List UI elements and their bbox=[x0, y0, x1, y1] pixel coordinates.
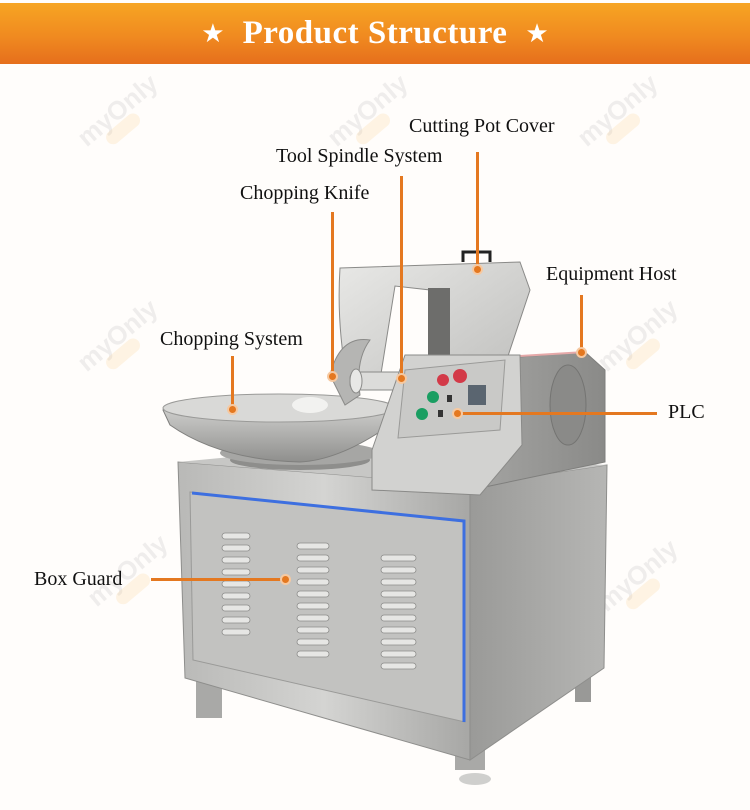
star-icon-right: ★ bbox=[525, 18, 549, 49]
callout-dot-equipment-host bbox=[576, 347, 587, 358]
callout-line-equipment-host bbox=[580, 295, 583, 353]
callout-dot-box-guard bbox=[280, 574, 291, 585]
callout-line-cutting-pot-cover bbox=[476, 152, 479, 270]
label-chopping-system: Chopping System bbox=[160, 328, 303, 350]
callout-line-box-guard bbox=[151, 578, 287, 581]
label-box-guard: Box Guard bbox=[34, 568, 123, 590]
callout-line-chopping-knife bbox=[331, 212, 334, 377]
callout-line-chopping-system bbox=[231, 356, 234, 410]
label-cutting-pot-cover: Cutting Pot Cover bbox=[409, 115, 555, 137]
label-equipment-host: Equipment Host bbox=[546, 263, 677, 285]
label-tool-spindle-system: Tool Spindle System bbox=[276, 145, 443, 167]
callout-dot-chopping-system bbox=[227, 404, 238, 415]
label-chopping-knife: Chopping Knife bbox=[240, 182, 370, 204]
label-plc: PLC bbox=[668, 401, 705, 423]
star-icon-left: ★ bbox=[201, 18, 225, 49]
callout-dot-plc bbox=[452, 408, 463, 419]
page-title: Product Structure bbox=[242, 15, 508, 51]
callout-line-tool-spindle-system bbox=[400, 176, 403, 378]
callout-dot-tool-spindle-system bbox=[396, 373, 407, 384]
callout-line-plc bbox=[457, 412, 657, 415]
callout-dot-cutting-pot-cover bbox=[472, 264, 483, 275]
callout-dot-chopping-knife bbox=[327, 371, 338, 382]
header-banner: ★ Product Structure ★ bbox=[0, 3, 750, 64]
